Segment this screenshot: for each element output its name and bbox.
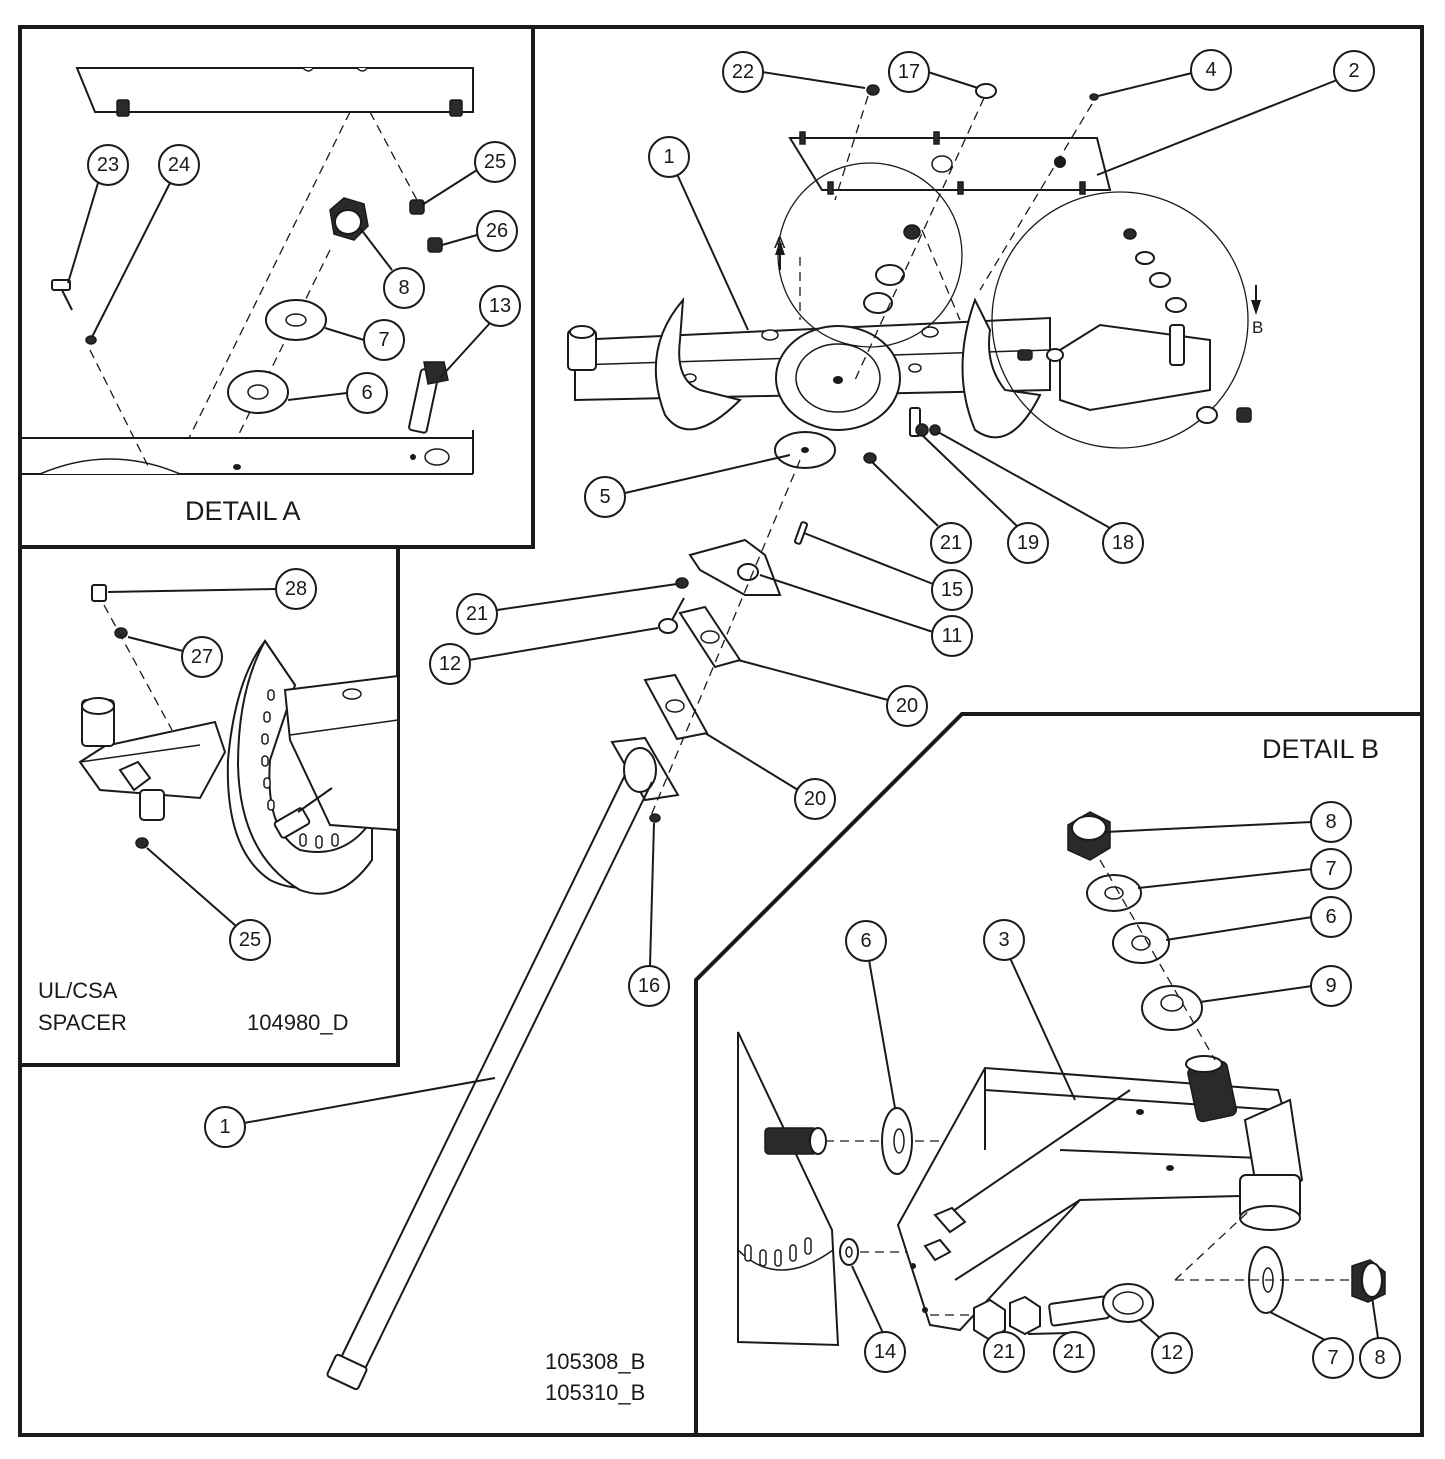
balloon-18: 18 — [937, 431, 1144, 564]
balloon-13: 13 — [439, 285, 521, 379]
spacer-drawing-number: 104980_D — [247, 1010, 349, 1035]
balloon-1: 1 — [204, 1077, 496, 1148]
svg-text:21: 21 — [993, 1341, 1015, 1363]
balloon-21-detail-b-b: 21 — [1027, 1331, 1095, 1373]
detail-b-drawing — [737, 811, 1386, 1347]
spacer-drawing — [78, 584, 399, 895]
svg-text:12: 12 — [1161, 1342, 1183, 1364]
balloon-8-detail-a: 8 — [359, 227, 425, 309]
spacer-title-line-2: SPACER — [38, 1010, 127, 1035]
svg-text:8: 8 — [1325, 811, 1336, 833]
svg-text:20: 20 — [804, 788, 826, 810]
balloon-2: 1 — [648, 136, 749, 331]
balloon-21-main-a: 21 — [871, 461, 972, 564]
balloon-25-spacer: 25 — [146, 847, 271, 961]
svg-text:15: 15 — [941, 579, 963, 601]
svg-text:6: 6 — [860, 930, 871, 952]
balloon-24: 24 — [91, 144, 200, 338]
svg-text:14: 14 — [874, 1341, 896, 1363]
svg-text:20: 20 — [896, 695, 918, 717]
balloon-22: 22 — [722, 51, 866, 93]
balloon-21-detail-b-a: 21 — [983, 1331, 1025, 1373]
svg-text:16: 16 — [638, 975, 660, 997]
balloon-19: 19 — [921, 434, 1049, 564]
balloon-17: 17 — [888, 51, 979, 93]
svg-text:2: 2 — [1348, 60, 1359, 82]
svg-text:24: 24 — [168, 154, 190, 176]
svg-text:9: 9 — [1325, 975, 1336, 997]
balloon-15: 15 — [803, 532, 973, 611]
balloon-6-detail-b-top: 6 — [1165, 896, 1352, 941]
balloon-10: 5 — [584, 454, 791, 518]
balloon-20-b: 20 — [704, 732, 836, 820]
balloon-20-a: 20 — [737, 659, 928, 727]
svg-text:25: 25 — [239, 929, 261, 951]
balloon-14: 14 — [851, 1265, 906, 1373]
balloon-12-main: 12 — [429, 627, 659, 685]
balloon-7-detail-a: 7 — [324, 319, 405, 361]
view-b-letter: B — [1252, 318, 1263, 337]
balloon-6-detail-a: 6 — [287, 372, 388, 414]
svg-text:7: 7 — [1325, 858, 1336, 880]
balloon-27: 27 — [127, 636, 223, 678]
svg-text:3: 3 — [998, 929, 1009, 951]
main-assembly-drawing — [326, 83, 1261, 1391]
view-a-letter: A — [774, 233, 786, 252]
balloon-28: 28 — [107, 568, 317, 610]
svg-text:23: 23 — [97, 154, 119, 176]
spacer-title-line-1: UL/CSA — [38, 978, 118, 1003]
balloon-8-detail-b-top: 8 — [1104, 801, 1352, 843]
balloon-26: 26 — [441, 210, 518, 252]
balloon-5: 4 — [1097, 49, 1232, 97]
balloon-8-detail-b-bottom: 8 — [1359, 1296, 1401, 1379]
main-drawing-number-1: 105308_B — [545, 1349, 645, 1374]
svg-text:17: 17 — [898, 61, 920, 83]
svg-text:22: 22 — [732, 61, 754, 83]
balloon-7-detail-b-bottom: 7 — [1269, 1311, 1354, 1379]
svg-text:21: 21 — [466, 603, 488, 625]
svg-text:5: 5 — [599, 486, 610, 508]
detail-a-drawing — [20, 67, 474, 475]
outer-frame — [18, 25, 1424, 1437]
svg-text:21: 21 — [940, 532, 962, 554]
balloon-3: 3 — [983, 919, 1076, 1101]
svg-text:26: 26 — [486, 220, 508, 242]
svg-text:11: 11 — [942, 625, 963, 647]
balloon-9: 9 — [1199, 965, 1352, 1007]
frames — [18, 25, 1424, 1437]
svg-text:8: 8 — [398, 277, 409, 299]
svg-text:6: 6 — [1325, 906, 1336, 928]
svg-text:4: 4 — [1205, 59, 1216, 81]
balloon-11: 11 — [759, 574, 973, 657]
svg-text:25: 25 — [484, 151, 506, 173]
svg-text:21: 21 — [1063, 1341, 1085, 1363]
balloon-4: 2 — [1096, 50, 1375, 176]
balloon-23: 23 — [67, 144, 129, 284]
detail-b-frame — [694, 712, 1422, 1435]
svg-text:1: 1 — [663, 146, 674, 168]
svg-text:7: 7 — [378, 329, 389, 351]
main-drawing-number-2: 105310_B — [545, 1380, 645, 1405]
svg-text:12: 12 — [439, 653, 461, 675]
svg-text:18: 18 — [1112, 532, 1134, 554]
balloon-7-detail-b-top: 7 — [1137, 848, 1352, 890]
balloon-12-detail-b: 12 — [1139, 1319, 1193, 1374]
svg-text:6: 6 — [361, 382, 372, 404]
svg-text:1: 1 — [219, 1116, 230, 1138]
detail-b-label: DETAIL B — [1262, 734, 1379, 764]
svg-text:7: 7 — [1327, 1347, 1338, 1369]
balloon-21-main-b: 21 — [456, 583, 678, 635]
balloon-16: 16 — [628, 822, 670, 1007]
detail-a-label: DETAIL A — [185, 496, 301, 526]
balloon-25-detail-a: 25 — [421, 141, 516, 206]
svg-text:28: 28 — [285, 578, 307, 600]
svg-text:13: 13 — [489, 295, 511, 317]
balloon-6-detail-b-left: 6 — [845, 920, 896, 1109]
svg-text:27: 27 — [191, 646, 213, 668]
svg-text:8: 8 — [1374, 1347, 1385, 1369]
svg-text:19: 19 — [1017, 532, 1039, 554]
